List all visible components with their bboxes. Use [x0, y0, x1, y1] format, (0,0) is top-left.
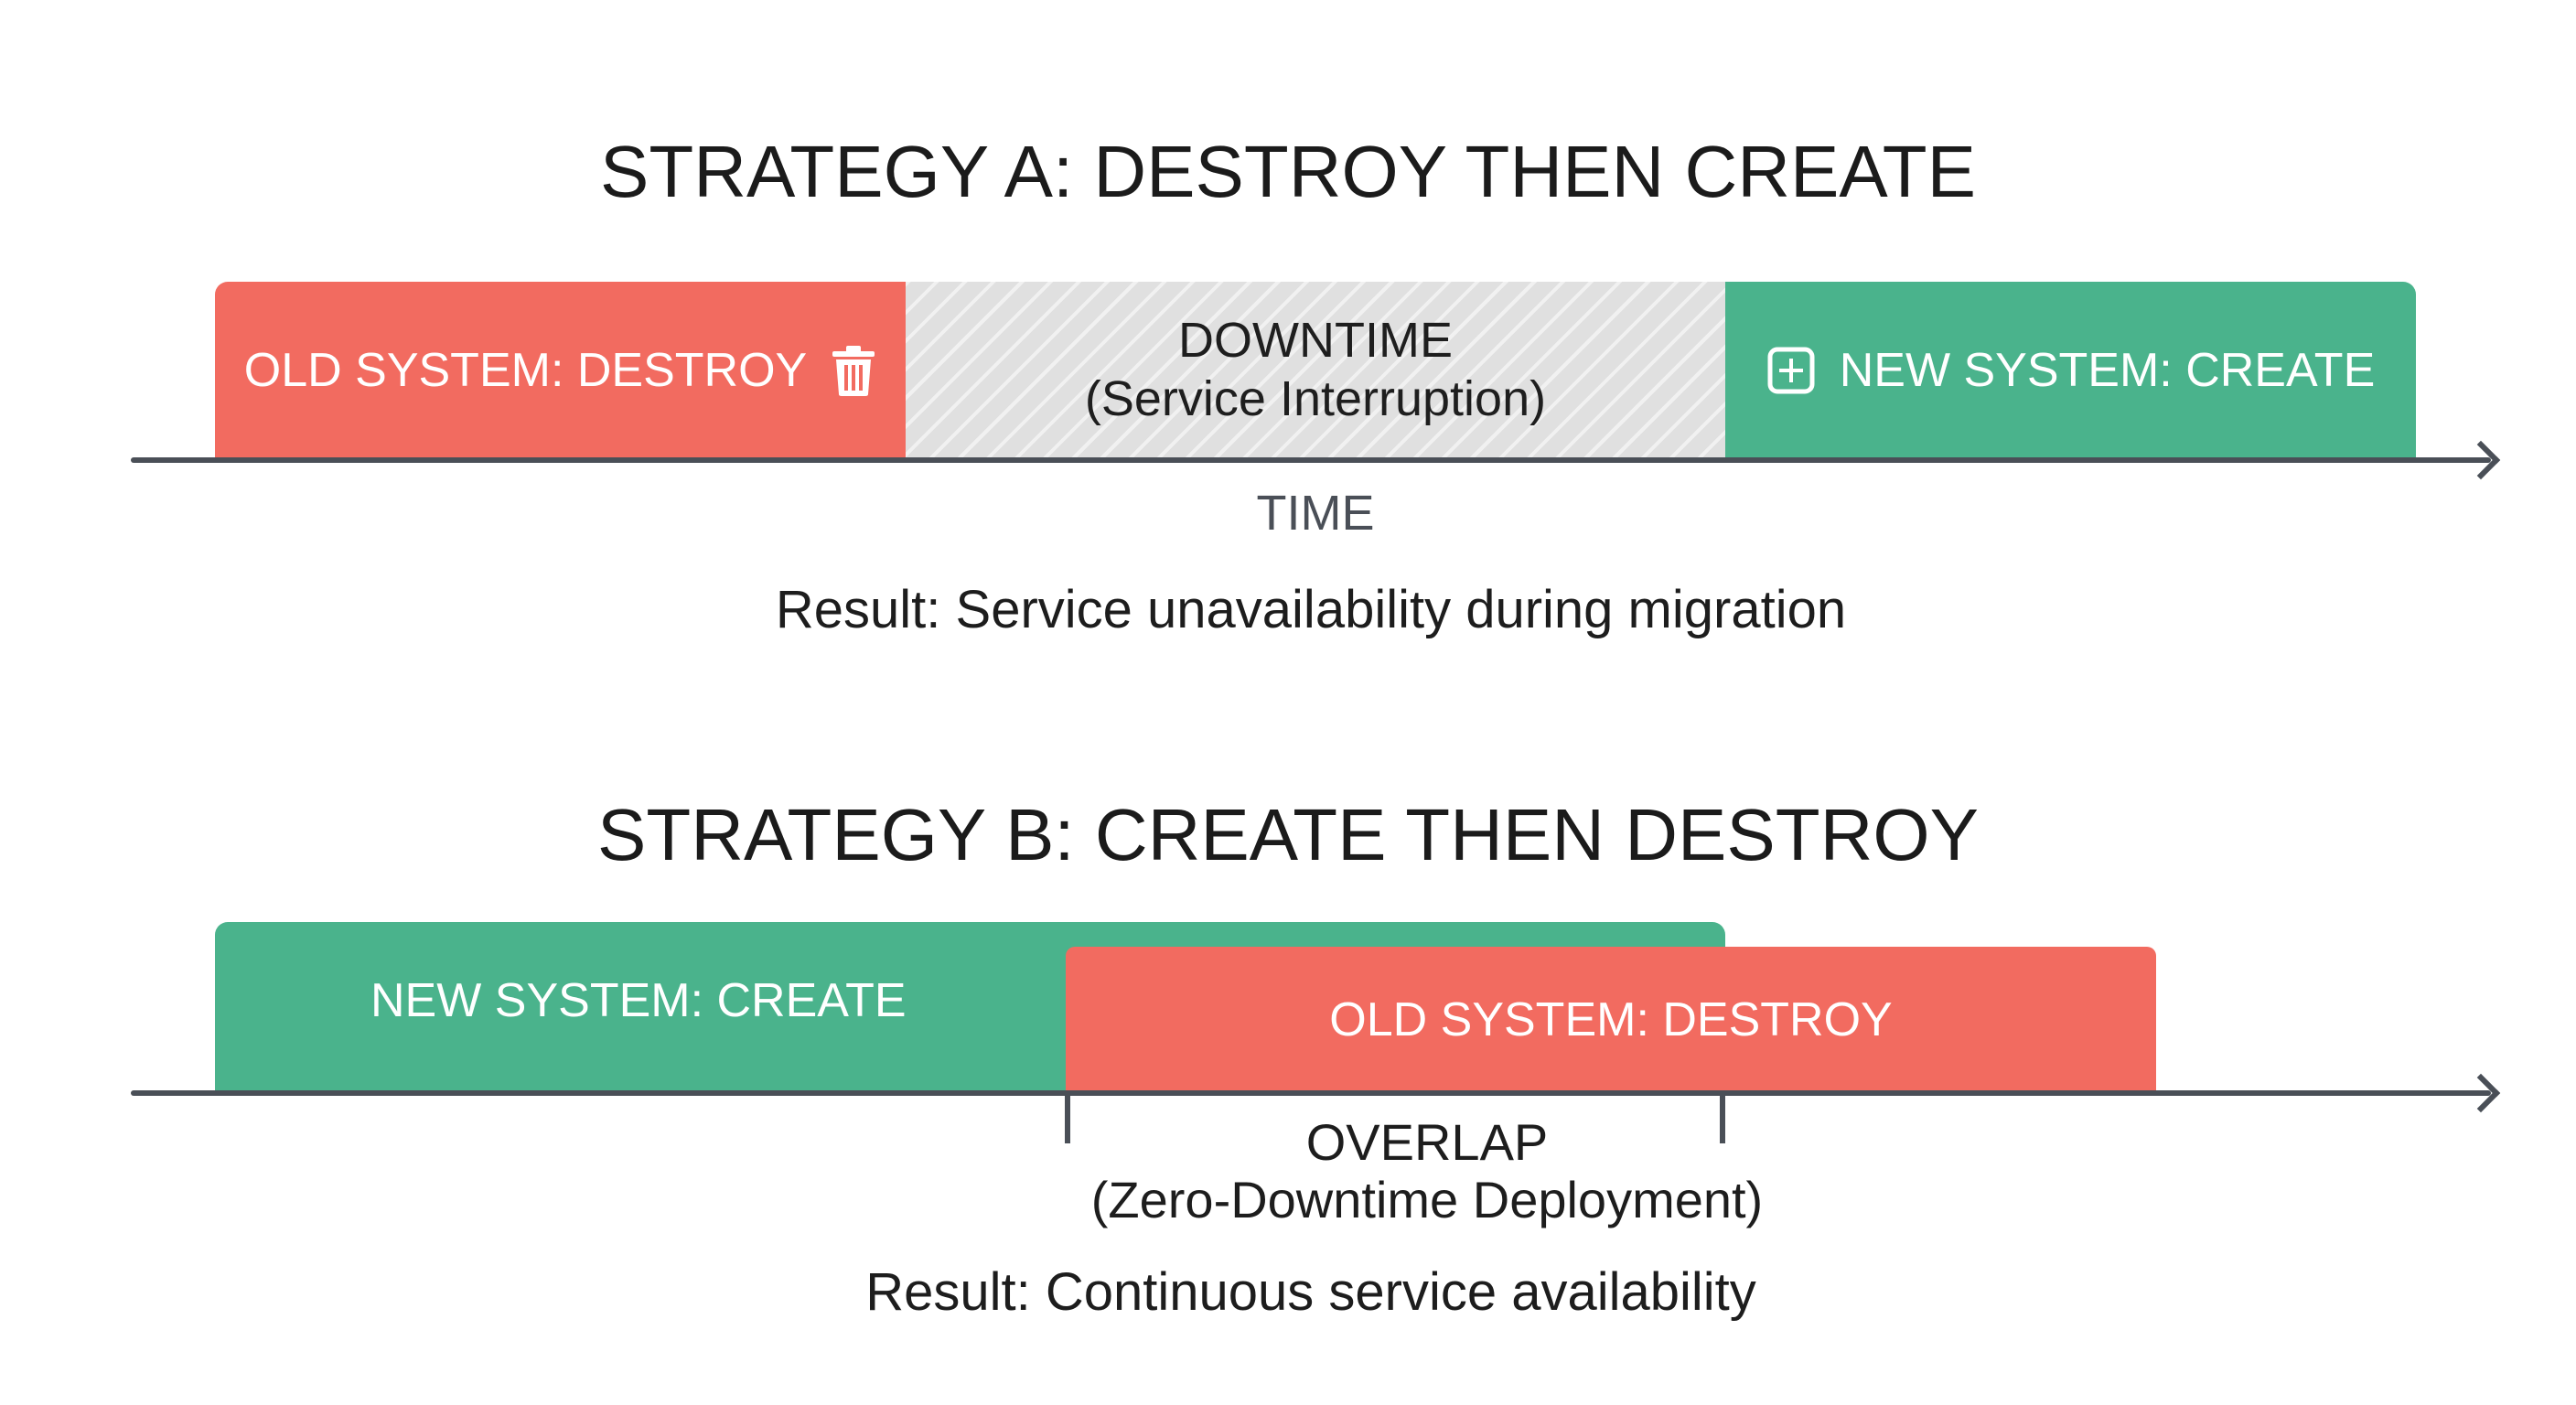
strategy-a-downtime-label: DOWNTIME: [1178, 313, 1453, 369]
overlap-label: OVERLAP: [1305, 1113, 1549, 1171]
overlap-end-tick: [1720, 1090, 1725, 1143]
strategy-b-title: STRATEGY B: CREATE THEN DESTROY: [597, 794, 1979, 875]
strategy-b-timeline-arrow-icon: [2461, 1073, 2501, 1113]
strategy-b-timeline-axis: [131, 1090, 2491, 1096]
strategy-a-timeline-axis: [131, 457, 2491, 463]
strategy-a-old-system-label: OLD SYSTEM: DESTROY: [243, 344, 808, 397]
overlap-label-group: OVERLAP (Zero-Downtime Deployment): [970, 1113, 1884, 1229]
strategy-a-downtime-bar: DOWNTIME (Service Interruption): [906, 282, 1725, 459]
strategy-a-old-system-bar: OLD SYSTEM: DESTROY: [215, 282, 906, 459]
overlap-start-tick: [1065, 1090, 1070, 1143]
overlap-sublabel: (Zero-Downtime Deployment): [1090, 1171, 1764, 1229]
strategy-b-result: Result: Continuous service availability: [865, 1262, 1756, 1322]
strategy-b-old-system-bar: OLD SYSTEM: DESTROY: [1066, 947, 2156, 1092]
strategy-b-new-system-label: NEW SYSTEM: CREATE: [370, 974, 907, 1027]
strategy-a-axis-label: TIME: [1256, 486, 1375, 541]
strategy-a-new-system-label: NEW SYSTEM: CREATE: [1839, 344, 2376, 397]
strategy-a-new-system-bar: NEW SYSTEM: CREATE: [1725, 282, 2416, 459]
strategy-a-title: STRATEGY A: DESTROY THEN CREATE: [599, 131, 1977, 212]
strategy-b-old-system-label: OLD SYSTEM: DESTROY: [1329, 992, 1893, 1046]
trash-icon: [831, 344, 876, 397]
strategy-a-result: Result: Service unavailability during mi…: [775, 580, 1847, 639]
strategy-a-downtime-sublabel: (Service Interruption): [1084, 371, 1547, 426]
strategy-a-timeline-arrow-icon: [2461, 440, 2501, 480]
plus-square-icon: [1766, 346, 1816, 395]
